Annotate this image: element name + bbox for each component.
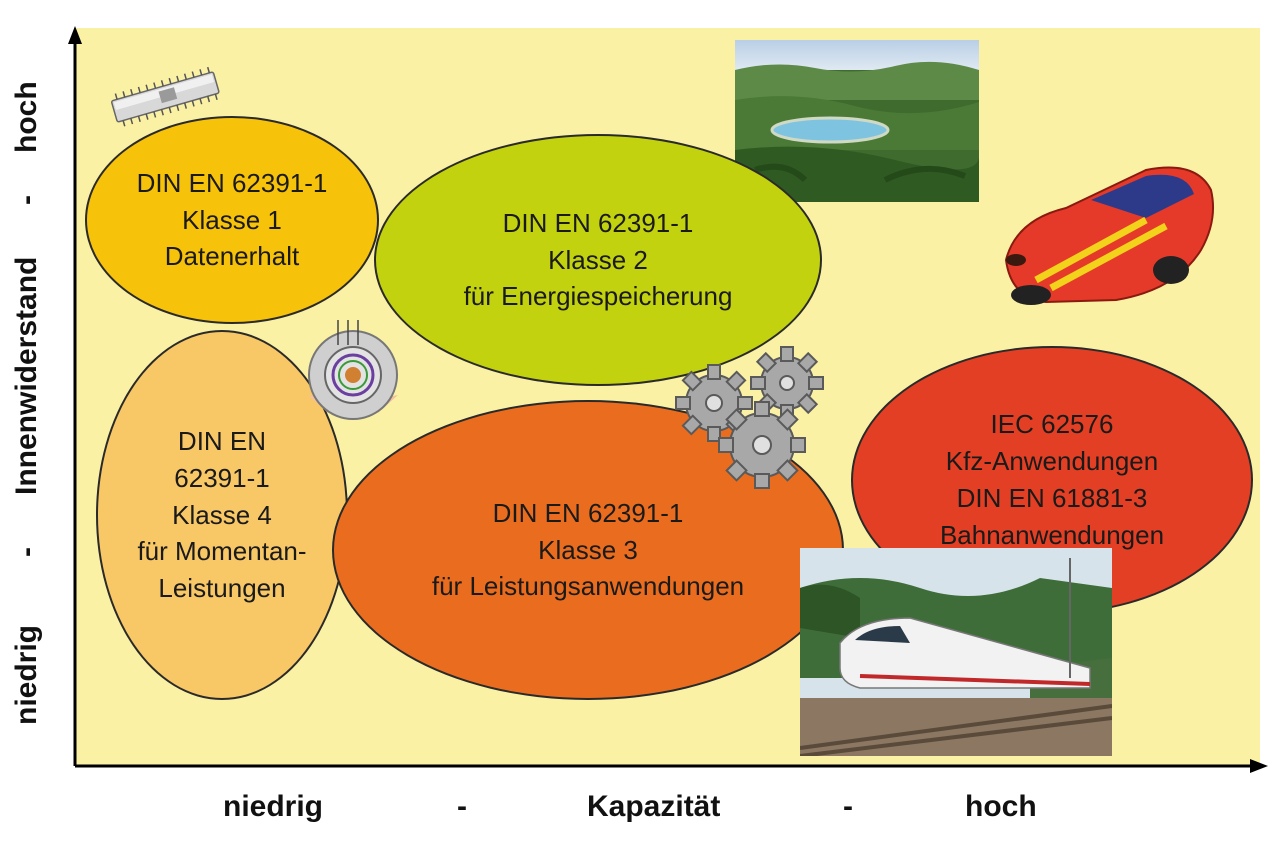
ellipse-klasse1-line: DIN EN 62391-1: [136, 167, 328, 198]
ellipse-klasse4-line: für Momentan-: [137, 536, 307, 567]
x-axis-low: niedrig: [223, 790, 324, 823]
y-axis-title: Innenwiderstand: [10, 256, 43, 495]
x-axis-sep-1: -: [457, 790, 467, 823]
ellipse-klasse2-line: für Energiespeicherung: [463, 281, 733, 312]
ellipse-klasse4-line: DIN EN: [177, 425, 267, 456]
y-axis-sep-1: -: [10, 547, 43, 557]
y-axis-high: hoch: [10, 81, 43, 153]
reservoir-photo: [735, 40, 979, 202]
ellipse-klasse2-line: DIN EN 62391-1: [502, 207, 694, 238]
y-axis-sep-2: -: [10, 195, 43, 205]
x-axis-title: Kapazität: [587, 790, 721, 823]
gears-icon: [675, 346, 824, 489]
ellipse-iec-line: Kfz-Anwendungen: [945, 446, 1159, 477]
sports-car-photo: [1004, 166, 1214, 305]
ellipse-klasse4-line: Leistungen: [158, 573, 286, 604]
ellipse-klasse3-line: DIN EN 62391-1: [492, 497, 684, 528]
ellipse-iec-line: Bahnanwendungen: [939, 519, 1165, 550]
x-axis-label: niedrig - Kapazität - hoch: [75, 790, 1260, 836]
y-axis-label: niedrig - Innenwiderstand - hoch: [10, 75, 50, 725]
ellipse-klasse1-line: Klasse 1: [182, 204, 282, 235]
ellipse-klasse4-line: 62391-1: [174, 462, 270, 493]
train-photo: [800, 548, 1112, 756]
x-axis-sep-2: -: [843, 790, 853, 823]
x-axis-high: hoch: [965, 790, 1037, 823]
ellipse-klasse3-line: Klasse 3: [538, 534, 638, 565]
ellipse-iec-line: IEC 62576: [990, 409, 1114, 440]
ellipse-klasse2-line: Klasse 2: [548, 244, 648, 275]
y-axis-low: niedrig: [10, 624, 43, 725]
ellipse-klasse4-line: Klasse 4: [172, 499, 272, 530]
y-axis-arrowhead: [68, 26, 82, 44]
ellipse-iec-line: DIN EN 61881-3: [956, 483, 1148, 513]
ellipse-klasse3-line: für Leistungsanwendungen: [431, 571, 745, 602]
motor-diagram-icon: [308, 320, 398, 420]
x-axis-arrowhead: [1250, 759, 1268, 773]
ellipse-klasse1-line: Datenerhalt: [164, 241, 300, 272]
chip-icon: [111, 66, 220, 127]
